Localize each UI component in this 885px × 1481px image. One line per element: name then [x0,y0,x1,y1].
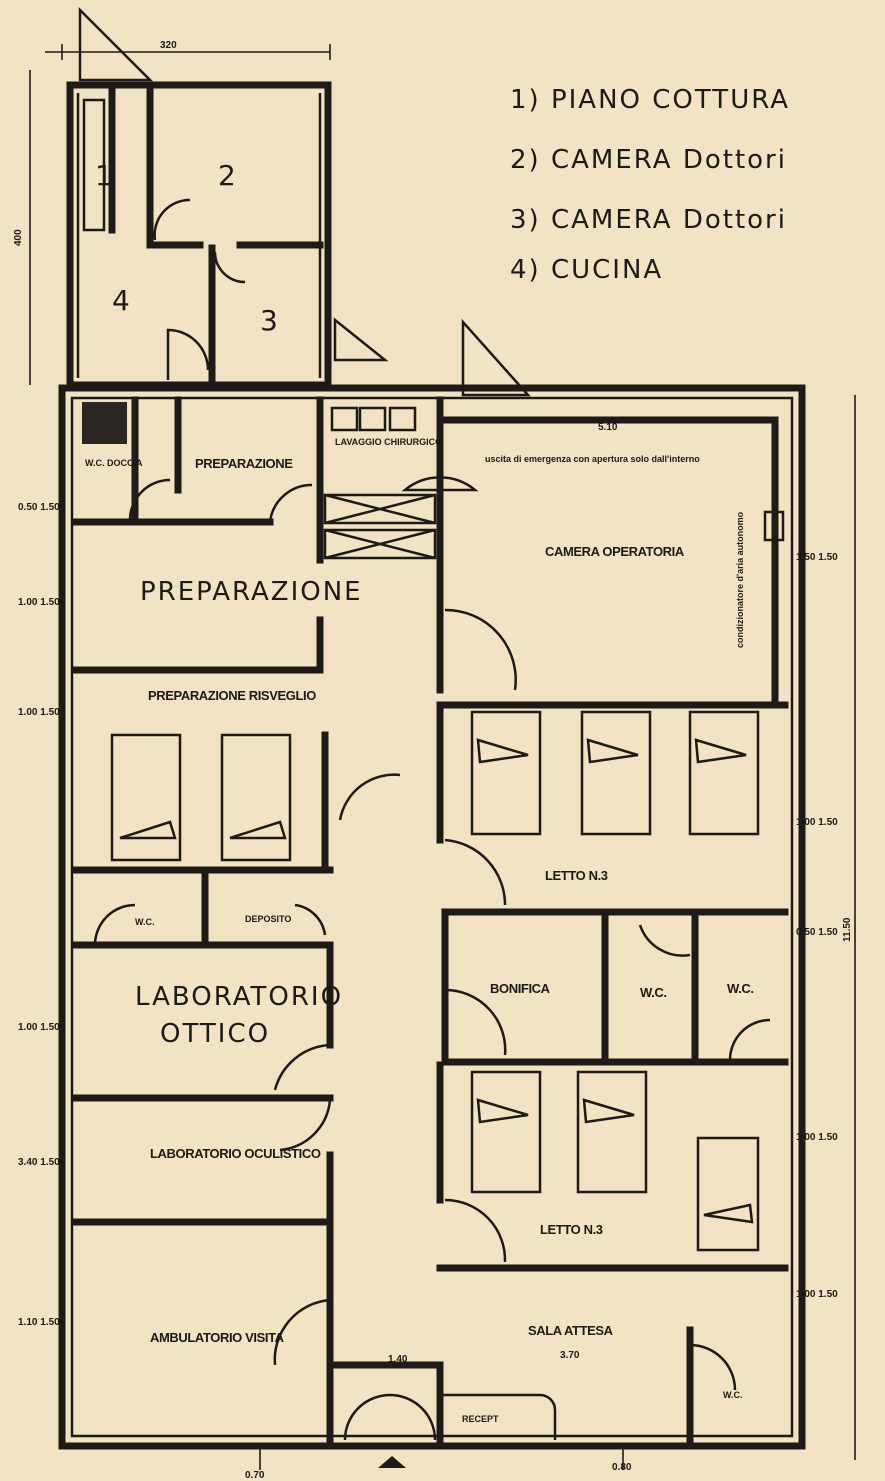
svg-text:0.80: 0.80 [612,1462,632,1473]
svg-text:4) CUCINA: 4) CUCINA [510,255,663,285]
svg-text:3) CAMERA Dottori: 3) CAMERA Dottori [510,205,787,235]
letto-upper: LETTO N.3 [436,701,789,906]
bonifica-wc-row: BONIFICA W.C. W.C. [441,908,789,1066]
entrance-arrow [378,1456,406,1468]
svg-text:SALA ATTESA: SALA ATTESA [528,1323,614,1338]
svg-text:3.40 1.50: 3.40 1.50 [18,1157,60,1168]
svg-text:LABORATORIO OCULISTICO: LABORATORIO OCULISTICO [150,1146,321,1161]
svg-text:LETTO N.3: LETTO N.3 [540,1222,603,1237]
letto-lower: LETTO N.3 [436,1061,789,1272]
annex-height-dimension: 400 [13,70,31,385]
svg-text:W.C.: W.C. [723,1390,743,1400]
preparazione-room: PREPARAZIONE [71,577,363,674]
svg-text:400: 400 [13,229,24,246]
svg-text:LETTO N.3: LETTO N.3 [545,868,608,883]
preparazione-risveglio: PREPARAZIONE RISVEGLIO [71,688,401,874]
svg-text:1.00 1.50: 1.00 1.50 [18,597,60,608]
top-strip: W.C. DOCCIA PREPARAZIONE LAVAGGIO CHIRUR… [71,396,479,694]
svg-text:5.10: 5.10 [598,422,618,433]
section-arrow-annex [333,317,389,362]
svg-text:1.00 1.50: 1.00 1.50 [18,707,60,718]
svg-text:320: 320 [160,40,177,51]
svg-text:OTTICO: OTTICO [160,1019,270,1049]
annex-block: 1 2 3 4 [66,81,332,389]
svg-text:1.00 1.50: 1.00 1.50 [796,1289,838,1300]
svg-text:1) PIANO COTTURA: 1) PIANO COTTURA [510,85,790,115]
svg-text:0.70: 0.70 [245,1470,265,1481]
svg-text:PREPARAZIONE: PREPARAZIONE [195,456,293,471]
svg-text:1.40: 1.40 [388,1354,408,1365]
svg-text:W.C. DOCCIA: W.C. DOCCIA [85,458,143,468]
laboratorio-oculistico: LABORATORIO OCULISTICO [71,1146,334,1226]
svg-text:1.00 1.50: 1.00 1.50 [18,1022,60,1033]
section-arrow-main [461,318,531,397]
camera-operatoria: uscita di emergenza con apertura solo da… [441,416,785,704]
svg-text:condizionatore d'aria autonomo: condizionatore d'aria autonomo [735,511,745,648]
section-arrow-top [78,6,154,82]
svg-text:CAMERA OPERATORIA: CAMERA OPERATORIA [545,544,685,559]
svg-text:LAVAGGIO CHIRURGICO: LAVAGGIO CHIRURGICO [335,437,442,447]
svg-text:1.10 1.50: 1.10 1.50 [18,1317,60,1328]
svg-text:3: 3 [260,304,278,337]
svg-text:RECEPT: RECEPT [462,1414,499,1424]
svg-text:LABORATORIO: LABORATORIO [135,982,343,1012]
ambulatorio-visita: AMBULATORIO VISITA [150,1224,334,1444]
main-outline [58,384,806,1450]
svg-text:0.50 1.50: 0.50 1.50 [18,502,60,513]
svg-text:BONIFICA: BONIFICA [490,981,551,996]
svg-text:W.C.: W.C. [727,981,754,996]
overall-height-dimension: 11.50 [842,395,856,1460]
laboratorio-ottico: LABORATORIO OTTICO [71,946,343,1152]
legend: 1) PIANO COTTURA 2) CAMERA Dottori 3) CA… [510,85,790,285]
svg-text:1: 1 [95,159,113,192]
svg-text:AMBULATORIO VISITA: AMBULATORIO VISITA [150,1330,285,1345]
svg-text:0.50 1.50: 0.50 1.50 [796,927,838,938]
svg-text:1.00 1.50: 1.00 1.50 [796,817,838,828]
svg-text:11.50: 11.50 [842,917,853,942]
svg-text:W.C.: W.C. [640,985,667,1000]
svg-text:PREPARAZIONE RISVEGLIO: PREPARAZIONE RISVEGLIO [148,688,316,703]
svg-text:W.C.: W.C. [135,917,155,927]
svg-text:uscita di emergenza con apertu: uscita di emergenza con apertura solo da… [485,454,700,464]
shower-tray [82,402,127,444]
top-dimension: 320 [45,40,331,60]
dimension-labels: 0.50 1.50 1.00 1.50 1.00 1.50 1.00 1.50 … [18,422,838,1481]
svg-text:DEPOSITO: DEPOSITO [245,914,291,924]
svg-text:1.50 1.50: 1.50 1.50 [796,552,838,563]
svg-text:1.00 1.50: 1.00 1.50 [796,1132,838,1143]
svg-text:3.70: 3.70 [560,1350,580,1361]
svg-text:2) CAMERA Dottori: 2) CAMERA Dottori [510,145,787,175]
svg-text:2: 2 [218,159,236,192]
svg-text:4: 4 [112,284,130,317]
wc-deposito-row: W.C. DEPOSITO [71,871,334,949]
svg-text:PREPARAZIONE: PREPARAZIONE [140,577,363,607]
sala-attesa: SALA ATTESA RECEPT W.C. [326,1323,743,1468]
